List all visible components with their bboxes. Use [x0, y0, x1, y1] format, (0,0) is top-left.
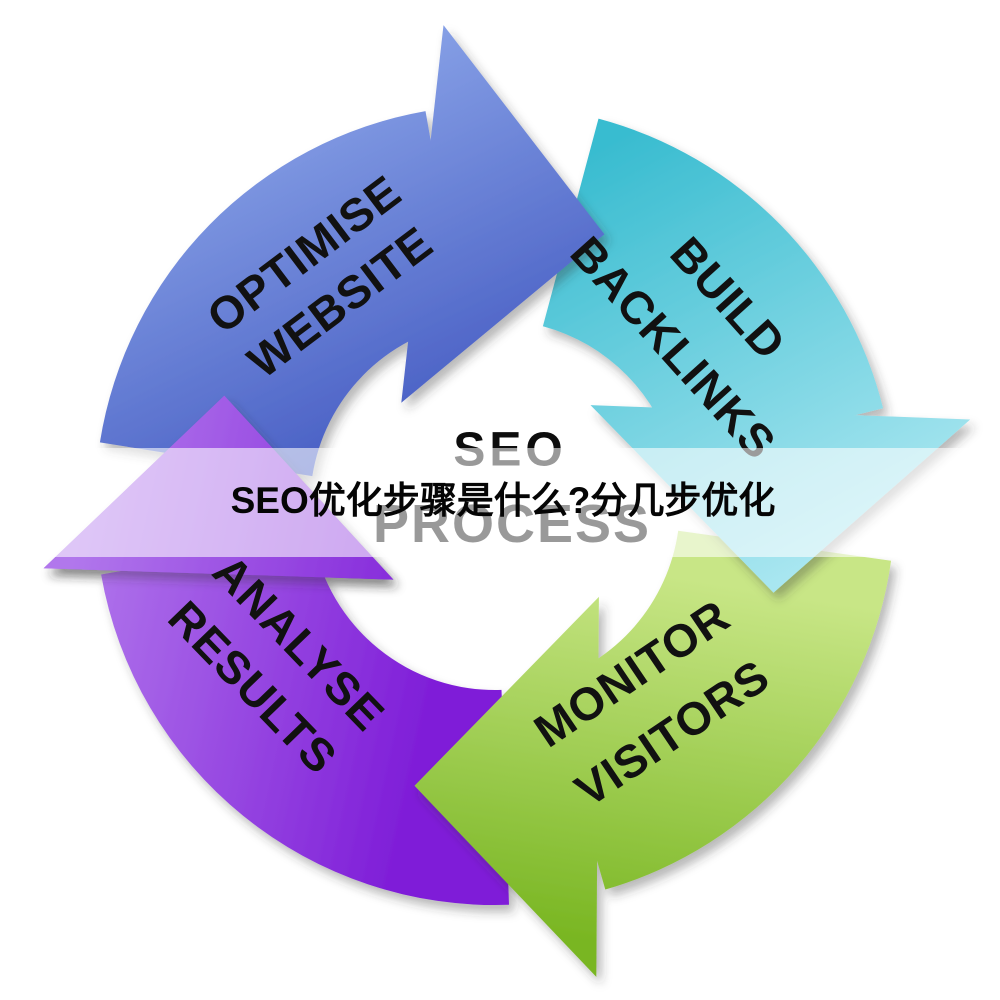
highlight-band — [0, 448, 1000, 557]
arrow-optimise-website-body — [99, 111, 463, 477]
arrow-monitor-visitors-head — [414, 596, 599, 977]
arrow-optimise-website-head — [401, 25, 605, 403]
arrow-optimise-website — [99, 25, 605, 477]
headline-text: SEO优化步骤是什么?分几步优化 — [230, 480, 776, 521]
arrow-monitor-visitors — [414, 530, 892, 977]
arrow-analyse-results-body — [101, 537, 509, 906]
arrow-monitor-visitors-body — [546, 530, 892, 890]
arrow-build-backlinks-body — [542, 118, 884, 461]
